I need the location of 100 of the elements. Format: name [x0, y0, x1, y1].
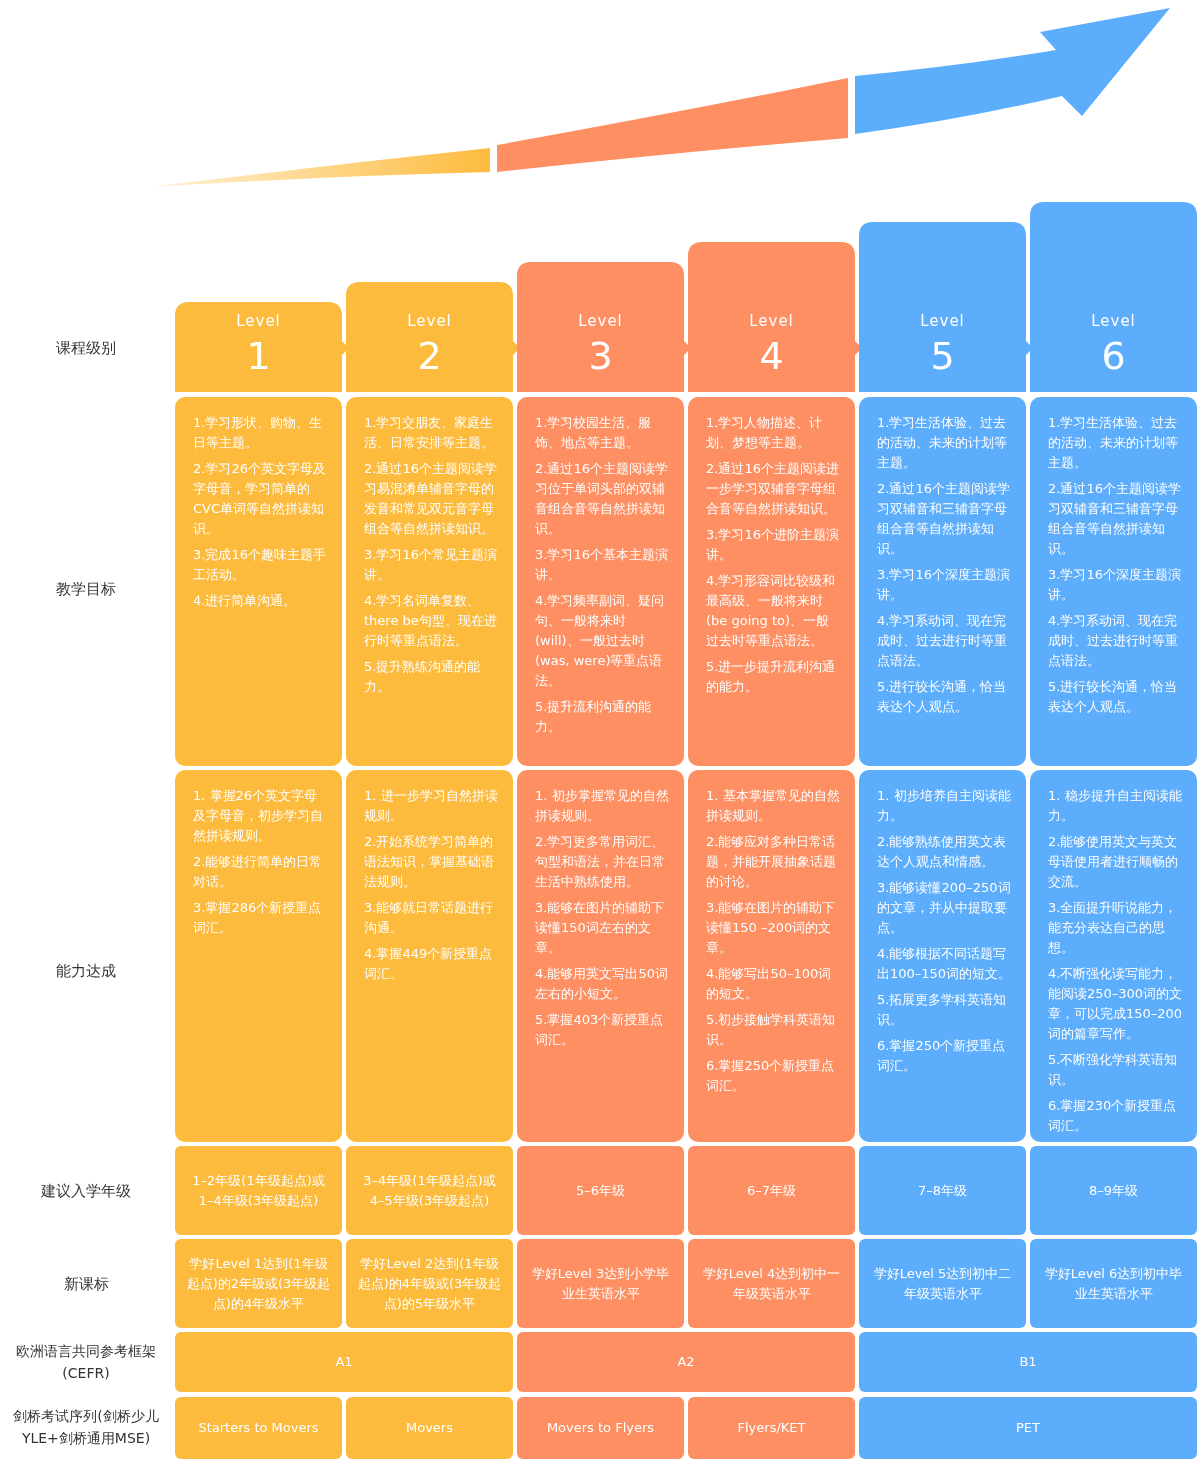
table-cell: [1030, 1239, 1197, 1328]
cell-text: PET: [1016, 1419, 1040, 1437]
list-item: 2.通过16个主题阅读学习双辅音和三辅音字母组合音等自然拼读知识。: [1048, 480, 1182, 558]
cell-text: Movers to Flyers: [546, 1419, 655, 1437]
list-item: 4.学习频率副词、疑问句、一般将来时(will)、一般过去时(was, were)等重点语法。: [535, 592, 666, 690]
cell-text: 学好Level 6达到初中毕业生英语水平: [1043, 1264, 1184, 1303]
table-cell: [175, 1397, 342, 1459]
row-header: 欧洲语言共同参考框架 (CEFR): [15, 1342, 157, 1383]
table-cell: [688, 770, 855, 1142]
list-item: 5.拓展更多学科英语知识。: [877, 991, 1008, 1029]
list-item: 1.学习交朋友、家庭生活、日常安排等主题。: [364, 414, 495, 452]
table-cell: [346, 1146, 513, 1235]
list-item: 6.掌握250个新授重点词汇。: [706, 1057, 836, 1095]
list-item: 3.学习16个常见主题演讲。: [364, 546, 498, 584]
row-header: 建议入学年级: [40, 1181, 132, 1202]
list-item: 3.完成16个趣味主题手工活动。: [193, 546, 327, 584]
table-cell: [517, 1146, 684, 1235]
list-item: 5.提升熟练沟通的能力。: [364, 658, 482, 696]
table-cell: [346, 397, 513, 766]
list-item: 2.通过16个主题阅读学习易混淆单辅音字母的发音和常见双元音字母组合等自然拼读知识。: [364, 460, 498, 538]
table-cell: [859, 1146, 1026, 1235]
cell-text: 1–2年级(1年级起点)或1–4年级(3年级起点): [191, 1171, 326, 1210]
list-item: 1.学习生活体验、过去的活动、未来的计划等主题。: [877, 414, 1008, 472]
level-number: 4: [758, 334, 785, 378]
table-cell: [517, 770, 684, 1142]
list-item: 4.不断强化读写能力，能阅读250–300词的文章，可以完成150–200词的篇章写作。: [1048, 965, 1183, 1043]
list-item: 3.学习16个进阶主题演讲。: [706, 526, 840, 564]
level-label: Level: [577, 312, 624, 330]
list-item: 3.能够在图片的辅助下读懂150 –200词的文章。: [706, 899, 837, 957]
list-item: 1. 进一步学习自然拼读规则。: [364, 787, 499, 825]
level-label: Level: [1090, 312, 1137, 330]
list-item: 4.能够根据不同话题写出100–150词的短文。: [877, 945, 1012, 983]
table-cell: [346, 770, 513, 1142]
cell-text: Starters to Movers: [198, 1419, 319, 1437]
table-cell: [346, 1239, 513, 1328]
list-item: 6.掌握230个新授重点词汇。: [1048, 1097, 1178, 1135]
cell-text: 6–7年级: [746, 1181, 796, 1200]
list-item: 3.学习16个深度主题演讲。: [1048, 566, 1182, 604]
list-item: 3.学习16个基本主题演讲。: [535, 546, 669, 584]
cell-text: 8–9年级: [1088, 1181, 1138, 1200]
table-cell: [175, 397, 342, 766]
level-label: Level: [406, 312, 453, 330]
list-item: 5.进行较长沟通，恰当表达个人观点。: [1048, 678, 1179, 716]
list-item: 4.能够用英文写出50词左右的小短文。: [535, 965, 669, 1003]
table-cell: [175, 770, 342, 1142]
list-item: 1.学习生活体验、过去的活动、未来的计划等主题。: [1048, 414, 1179, 472]
cell-text: A1: [335, 1353, 353, 1371]
list-item: 4.学习名词单复数、there be句型、现在进行时等重点语法。: [364, 592, 498, 650]
list-item: 1. 基本掌握常见的自然拼读规则。: [706, 787, 841, 825]
list-item: 1.学习校园生活、服饰、地点等主题。: [535, 414, 653, 452]
list-item: 1.学习人物描述、计划、梦想等主题。: [706, 414, 824, 452]
list-item: 1. 稳步提升自主阅读能力。: [1048, 787, 1183, 825]
table-cell: [688, 1146, 855, 1235]
level-number: 6: [1100, 334, 1127, 378]
table-cell: [1030, 397, 1197, 766]
level-number: 5: [929, 334, 956, 378]
table-cell: [859, 770, 1026, 1142]
table-cell: [517, 1239, 684, 1328]
table-cell: [688, 1239, 855, 1328]
list-item: 1.学习形状、购物、生日等主题。: [193, 414, 324, 452]
list-item: 3.全面提升听说能力，能充分表达自己的思想。: [1048, 899, 1179, 957]
cell-text: 学好Level 2达到(1年级起点)的4年级或(3年级起点)的5年级水平: [356, 1254, 503, 1313]
table-cell: [175, 1146, 342, 1235]
table-cell: [1030, 1146, 1197, 1235]
table-cell: [175, 1239, 342, 1328]
table-cell: [859, 1239, 1026, 1328]
row-header: 课程级别: [55, 338, 117, 359]
table-cell: [346, 1397, 513, 1459]
cell-text: A2: [677, 1353, 695, 1371]
list-item: 4.掌握449个新授重点词汇。: [364, 945, 494, 983]
list-item: 1. 初步培养自主阅读能力。: [877, 787, 1012, 825]
level-number: 2: [416, 334, 443, 378]
list-item: 5.不断强化学科英语知识。: [1048, 1051, 1179, 1089]
table-cell: [517, 397, 684, 766]
row-header: 剑桥考试序列(剑桥少儿 YLE+剑桥通用MSE): [12, 1407, 160, 1448]
row-header: 教学目标: [55, 579, 117, 600]
list-item: 4.学习系动词、现在完成时、过去进行时等重点语法。: [877, 612, 1008, 670]
table-cell: [175, 1332, 513, 1392]
level-label: Level: [748, 312, 795, 330]
table-cell: [517, 1332, 855, 1392]
list-item: 5.提升流利沟通的能力。: [535, 698, 653, 736]
list-item: 5.进一步提升流利沟通的能力。: [706, 658, 837, 696]
table-cell: [859, 1332, 1197, 1392]
list-item: 3.能够在图片的辅助下读懂150词左右的文章。: [535, 899, 666, 957]
list-item: 2.能够使用英文与英文母语使用者进行顺畅的交流。: [1048, 833, 1179, 891]
list-item: 5.初步接触学科英语知识。: [706, 1011, 837, 1049]
table-cell: [688, 1397, 855, 1459]
table-cell: [859, 1397, 1197, 1459]
list-item: 5.进行较长沟通，恰当表达个人观点。: [877, 678, 1008, 716]
list-item: 4.能够写出50–100词的短文。: [706, 965, 833, 1003]
cell-text: Flyers/KET: [737, 1419, 806, 1437]
table-cell: [688, 397, 855, 766]
list-item: 1. 初步掌握常见的自然拼读规则。: [535, 787, 670, 825]
level-number: 3: [587, 334, 614, 378]
list-item: 2.通过16个主题阅读学习位于单词头部的双辅音组合音等自然拼读知识。: [535, 460, 669, 538]
level-number: 1: [245, 334, 272, 378]
table-cell: [859, 397, 1026, 766]
list-item: 4.学习形容词比较级和最高级、一般将来时(be going to)、一般过去时等重点语法。: [706, 572, 837, 650]
list-item: 2.学习更多常用词汇、句型和语法，并在日常生活中熟练使用。: [535, 833, 666, 891]
table-cell: [1030, 770, 1197, 1142]
